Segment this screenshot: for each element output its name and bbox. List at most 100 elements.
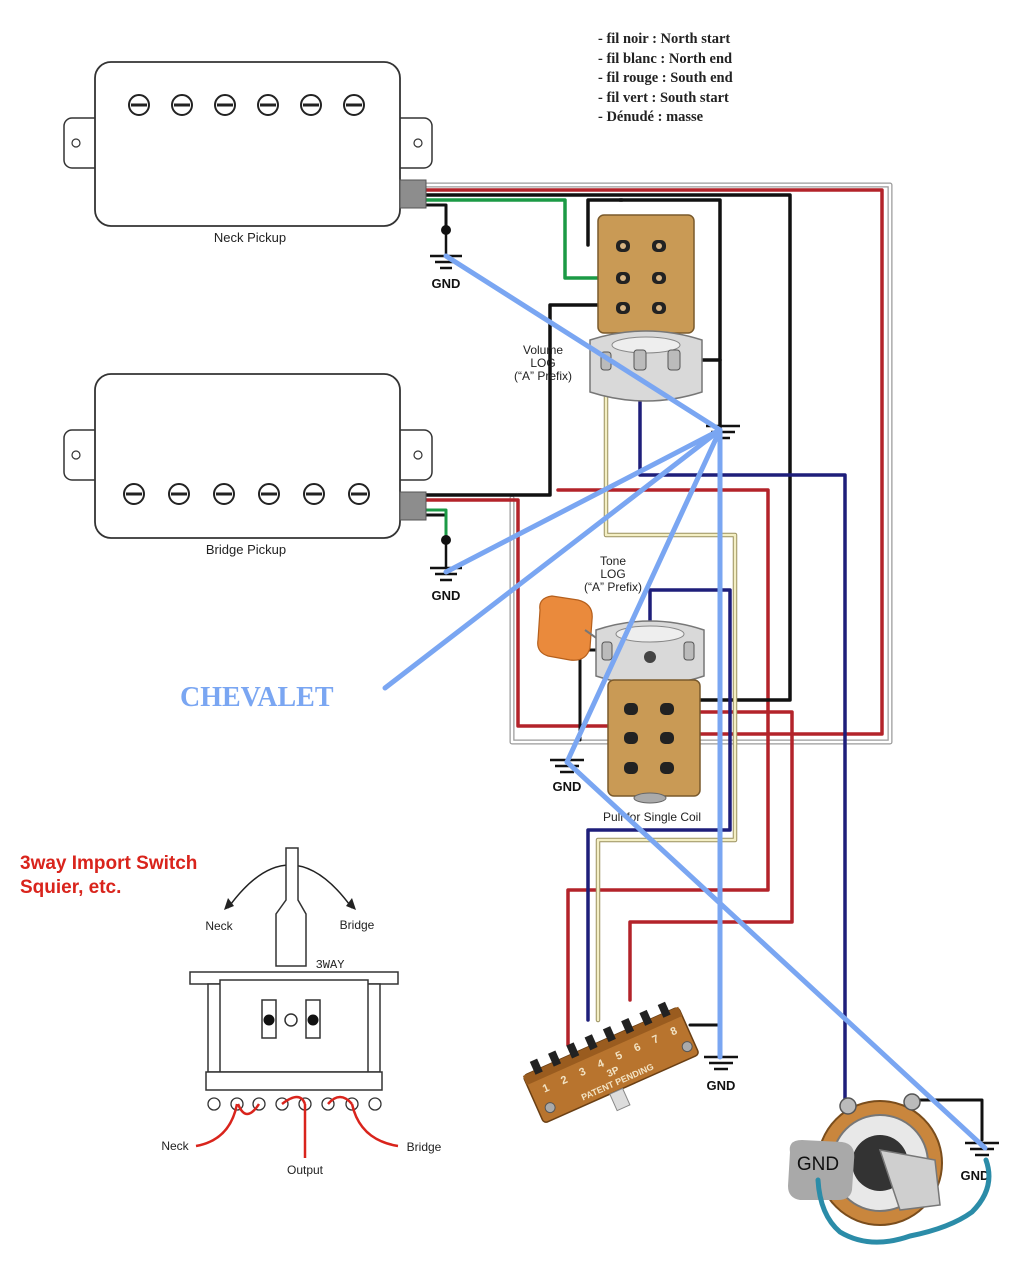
- jack-lug-icon: [903, 1093, 921, 1111]
- bridge-pickup-cable-exit: [399, 491, 427, 521]
- wire-red-bridge: [423, 498, 632, 728]
- wire-bare-neck: [423, 203, 448, 232]
- pole-screw-icon: [213, 483, 235, 505]
- chevalet-annotation: CHEVALET: [180, 682, 334, 713]
- pole-screw-icon: [343, 94, 365, 116]
- volume-pot: Volume LOG (“A” Prefix): [514, 214, 703, 402]
- pole-screw-icon: [348, 483, 370, 505]
- selector-switch: 1 2 3 4 5 6 7 8 3P PATENT PENDING: [522, 1001, 699, 1123]
- mount-hole-icon: [71, 450, 81, 460]
- volume-switch-board: [597, 214, 695, 334]
- pole-screw-icon: [128, 94, 150, 116]
- wire-black-jack-gnd: [918, 1098, 984, 1142]
- pole-screw-icon: [123, 483, 145, 505]
- gnd-selector: GND: [704, 1055, 738, 1093]
- selector-model: 3P: [605, 1065, 621, 1080]
- wire-blue-jack: [638, 358, 847, 1102]
- selector-numbers: 1 2 3 4 5 6 7 8: [541, 1025, 679, 1095]
- neck-pickup-body: [94, 61, 401, 227]
- tone-prefix: (“A” Prefix): [584, 580, 642, 594]
- wire-black-vol-1: [618, 198, 722, 362]
- volume-label: Volume: [523, 343, 563, 357]
- pole-screw-icon: [214, 94, 236, 116]
- selector-number: 2: [559, 1074, 569, 1087]
- gnd-label: GND: [432, 588, 461, 603]
- annotation-lines: [382, 253, 988, 1151]
- switch-ref-lugs: [207, 1097, 382, 1111]
- switch-reference: 3way Import Switch Squier, etc. Neck Bri…: [20, 847, 442, 1177]
- gnd-label: GND: [707, 1078, 736, 1093]
- push-pull-switch-board: [607, 679, 701, 797]
- tone-pot: Tone LOG (“A” Prefix) Pull for Single Co…: [537, 554, 705, 824]
- switch-ref-body-label: 3WAY: [316, 958, 345, 972]
- switch-ref-neck-top: Neck: [205, 919, 233, 933]
- wire-green-bridge: [423, 508, 448, 542]
- selector-screw-icon: [544, 1102, 556, 1114]
- gnd-label: GND: [553, 779, 582, 794]
- switch-ref-title: 3way Import Switch: [20, 853, 197, 874]
- arrow-left-icon: [224, 898, 234, 910]
- bridge-pole-pieces: [123, 483, 370, 505]
- tone-taper: LOG: [600, 567, 625, 581]
- jack-tip-spring: [878, 1149, 941, 1211]
- pole-screw-icon: [300, 94, 322, 116]
- selector-screw-icon: [681, 1041, 693, 1053]
- wire-white: [596, 358, 737, 1022]
- mount-hole-icon: [71, 138, 81, 148]
- wire-green-neck: [423, 198, 624, 280]
- mount-hole-icon: [413, 138, 423, 148]
- wire-black-vol-2: [586, 198, 624, 247]
- selector-number: 6: [632, 1041, 642, 1054]
- annotation-line-tone: [564, 427, 723, 765]
- jack-lug-icon: [839, 1097, 857, 1115]
- gnd-neck: GND: [430, 225, 462, 291]
- selector-lever: [609, 1087, 631, 1112]
- legend-item-bare: - Dénudé : masse: [598, 109, 704, 125]
- neck-pole-pieces: [128, 94, 365, 116]
- jack-gnd-small-label: GND: [961, 1168, 990, 1183]
- gnd-label: GND: [432, 276, 461, 291]
- bridge-pickup-body: [94, 373, 401, 539]
- jack-gnd-stamp: GND: [788, 1140, 855, 1200]
- volume-taper: LOG: [530, 356, 555, 370]
- tone-capacitor: [537, 595, 603, 661]
- legend-item-green: - fil vert : South start: [598, 89, 729, 106]
- switch-ref-lever: [275, 847, 307, 967]
- capacitor-icon: [537, 595, 593, 661]
- switch-ref-bridge-bottom: Bridge: [407, 1140, 442, 1154]
- wire-black-bridge: [423, 303, 624, 497]
- switch-ref-neck-bottom: Neck: [161, 1139, 189, 1153]
- ground-scribble: [815, 1157, 992, 1245]
- jack-gnd-label: GND: [797, 1154, 839, 1175]
- wire-red-switch-2: [628, 710, 794, 1002]
- selector-number: 7: [650, 1033, 660, 1046]
- neck-pickup-label: Neck Pickup: [214, 230, 286, 245]
- annotation-line-neck: [443, 253, 723, 433]
- annotation-line-bridge: [443, 427, 723, 575]
- wire-color-legend: - fil noir : North start - fil blanc : N…: [598, 30, 733, 128]
- neck-pickup-cable-exit: [399, 179, 427, 209]
- gnd-stamp-background: [788, 1140, 855, 1200]
- annotation-line-jack: [564, 759, 988, 1151]
- pole-screw-icon: [168, 483, 190, 505]
- neck-pickup: Neck Pickup: [63, 61, 433, 245]
- selector-number: 4: [596, 1057, 607, 1071]
- bridge-pickup: Bridge Pickup: [63, 373, 433, 557]
- volume-prefix: (“A” Prefix): [514, 369, 572, 383]
- pole-screw-icon: [258, 483, 280, 505]
- selector-number: 8: [669, 1025, 679, 1038]
- wire-red-switch-1: [556, 488, 770, 1047]
- wire-blue-tone: [586, 588, 732, 1022]
- tone-lugs: [624, 703, 674, 774]
- mount-hole-icon: [413, 450, 423, 460]
- switch-ref-subtitle: Squier, etc.: [20, 877, 121, 898]
- bridge-pickup-label: Bridge Pickup: [206, 542, 286, 557]
- selector-lugs: [529, 1001, 671, 1075]
- wire-outer-loop-core: [423, 183, 892, 744]
- switch-ref-bridge-top: Bridge: [340, 918, 375, 932]
- selector-number: 3: [577, 1066, 587, 1079]
- selector-number: 5: [614, 1049, 624, 1062]
- wire-red-neck: [423, 188, 884, 736]
- switch-ref-red-wires: [195, 1095, 399, 1158]
